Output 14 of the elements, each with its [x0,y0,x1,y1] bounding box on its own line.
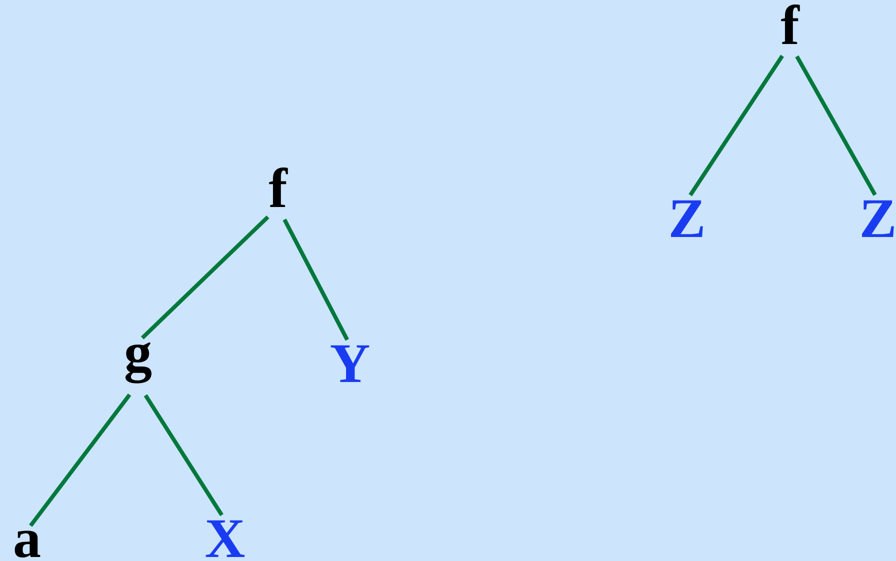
tree-edge [144,394,224,516]
tree-node-label: Y [330,345,370,382]
tree-edge [688,54,784,196]
tree-node-label: Z [671,200,703,237]
tree-edge [795,55,877,196]
tree-edge [140,215,270,340]
tree-node-label: X [206,520,245,557]
tree-node-label: Z [862,200,894,237]
tree-node-label: f [269,168,288,207]
tree-node-label: f [781,4,800,44]
tree-node-label: a [14,530,40,558]
tree-node-label: g [125,342,152,384]
tree-edge [29,394,132,527]
tree-edge [282,218,349,341]
